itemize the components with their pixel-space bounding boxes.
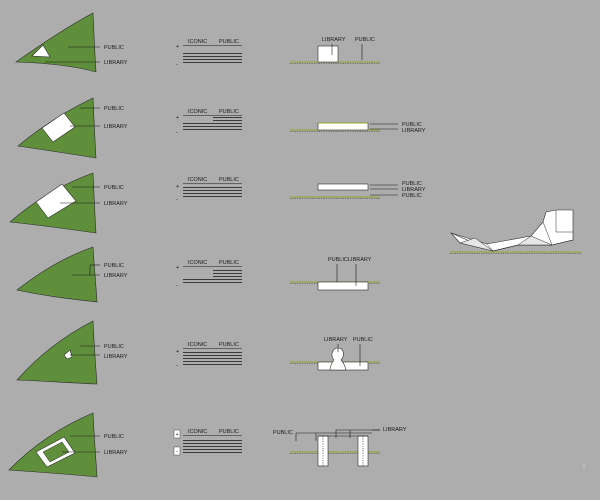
minus-sign-2: -	[176, 130, 178, 136]
label-public-2: PUBLIC	[104, 106, 124, 112]
site-plan-1	[15, 12, 97, 73]
label-iconic-1: ICONIC	[188, 39, 207, 45]
plus-sign-5: +	[176, 349, 179, 355]
library-void-2	[41, 112, 76, 143]
minus-sign-5: -	[176, 363, 178, 369]
library-void-3	[35, 183, 77, 219]
label-library-1: LIBRARY	[104, 60, 128, 66]
label-public-3: PUBLIC	[104, 185, 124, 191]
label-public-section-6: PUBLIC	[273, 430, 293, 436]
section-box-4	[317, 281, 369, 291]
section-box-2	[317, 122, 369, 131]
label-library-section-5: LIBRARY	[324, 337, 348, 343]
row-4: PUBLIC LIBRARY + - ICONIC PUBLIC PUBLIC …	[16, 246, 380, 303]
plus-sign-3: +	[176, 184, 179, 190]
row-2: PUBLIC LIBRARY + - ICONIC PUBLIC PUBLIC …	[17, 97, 426, 159]
plus-sign-4: +	[176, 265, 179, 271]
row-6: PUBLIC LIBRARY + - ICONIC PUBLIC	[8, 412, 407, 478]
label-library-section-4: LIBRARY	[348, 257, 372, 263]
site-plan-4	[16, 246, 98, 303]
label-public-bar-6: PUBLIC	[219, 429, 239, 435]
label-public-section-3a: PUBLIC	[402, 181, 422, 187]
label-public-section-3b: PUBLIC	[402, 193, 422, 199]
label-public-bar-2: PUBLIC	[219, 109, 239, 115]
label-public-1: PUBLIC	[104, 45, 124, 51]
label-public-section-2: PUBLIC	[402, 122, 422, 128]
label-library-section-3: LIBRARY	[402, 187, 426, 193]
label-library-2: LIBRARY	[104, 124, 128, 130]
section-frame-6	[317, 435, 369, 467]
minus-sign-1: -	[176, 62, 178, 68]
label-library-section-2: LIBRARY	[402, 128, 426, 134]
label-library-4: LIBRARY	[104, 273, 128, 279]
weight-bars-5	[183, 352, 242, 365]
site-plan-5	[16, 320, 98, 385]
label-public-bar-4: PUBLIC	[219, 260, 239, 266]
library-void-5	[63, 349, 73, 360]
label-library-6: LIBRARY	[104, 450, 128, 456]
weight-bars-4	[183, 270, 242, 283]
section-box-1	[317, 45, 339, 63]
plus-sign-2: +	[176, 115, 179, 121]
weight-bars-6	[183, 440, 242, 453]
minus-sign-3: -	[176, 197, 178, 203]
library-void-1	[31, 44, 51, 58]
label-public-bar-1: PUBLIC	[219, 39, 239, 45]
label-iconic-2: ICONIC	[188, 109, 207, 115]
label-public-bar-3: PUBLIC	[219, 177, 239, 183]
label-iconic-5: ICONIC	[188, 342, 207, 348]
label-library-5: LIBRARY	[104, 354, 128, 360]
weight-bars-3	[183, 187, 242, 197]
row-5: PUBLIC LIBRARY + - ICONIC PUBLIC LIBRARY…	[16, 320, 380, 385]
label-public-bar-5: PUBLIC	[219, 342, 239, 348]
row-3: PUBLIC LIBRARY + - ICONIC PUBLIC PUBLIC …	[9, 172, 426, 234]
label-iconic-4: ICONIC	[188, 260, 207, 266]
minus-sign-4: -	[176, 283, 178, 289]
label-library-section-1: LIBRARY	[322, 37, 346, 43]
weight-bars-2	[183, 117, 242, 130]
label-public-6: PUBLIC	[104, 434, 124, 440]
plus-sign-6: +	[176, 432, 179, 438]
label-public-5: PUBLIC	[104, 344, 124, 350]
weight-bars-1	[183, 53, 242, 63]
label-iconic-3: ICONIC	[188, 177, 207, 183]
minus-sign-6: -	[176, 449, 178, 455]
iconic-volume-5	[329, 347, 347, 371]
label-iconic-6: ICONIC	[188, 429, 207, 435]
section-box-3	[317, 183, 369, 191]
label-library-3: LIBRARY	[104, 201, 128, 207]
label-public-section-5: PUBLIC	[353, 337, 373, 343]
label-library-section-6: LIBRARY	[383, 427, 407, 433]
row-1: PUBLIC LIBRARY + - ICONIC PUBLIC LIBRARY…	[15, 12, 380, 73]
label-public-section-1: PUBLIC	[355, 37, 375, 43]
label-public-4: PUBLIC	[104, 263, 124, 269]
building-perspective	[450, 209, 582, 254]
label-public-section-4: PUBLIC	[328, 257, 348, 263]
plus-sign-1: +	[176, 44, 179, 50]
